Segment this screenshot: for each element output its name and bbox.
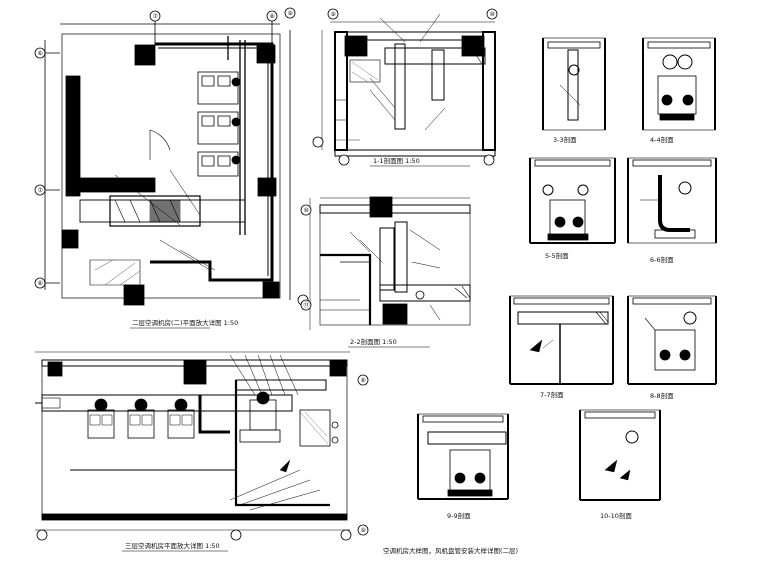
column <box>257 177 277 197</box>
outer-boundary <box>61 33 281 299</box>
detail-2 <box>642 37 716 131</box>
axis-bubbles-bottom-plan <box>36 374 369 541</box>
axis-bubbles-top-plan <box>34 7 309 306</box>
axis-bubble-label: ⑩ <box>490 11 495 18</box>
detail-3 <box>529 157 616 244</box>
caption-detail-2: 4-4剖面 <box>650 135 674 144</box>
column <box>256 44 276 64</box>
axis-bubble-label: ⑧ <box>361 377 366 384</box>
pump-icon <box>231 77 241 87</box>
axis-bubble-label: ⑨ <box>288 10 293 17</box>
valve-cluster <box>201 75 231 167</box>
caption-detail-1: 3-3剖面 <box>553 135 577 144</box>
axis-bubble-label: ⑥ <box>38 50 43 57</box>
detail-8 <box>579 409 661 501</box>
equipment-unit <box>197 151 239 177</box>
column <box>134 44 156 66</box>
structural-wall <box>79 177 156 193</box>
caption-bottom-plan: 三层空调机房平面放大详图 1:50 <box>125 541 220 550</box>
top-left-plan <box>35 20 291 306</box>
fan-coil-units <box>197 71 241 177</box>
hatch-lines <box>94 259 141 286</box>
axis-bubble-label: ⑨ <box>331 11 336 18</box>
pump-icon <box>231 155 241 165</box>
caption-detail-7: 9-9剖面 <box>447 511 471 520</box>
axis-bubble-label: ⑩ <box>304 207 309 214</box>
equipment-unit <box>197 71 239 105</box>
caption-detail-3: 5-5剖面 <box>545 251 569 260</box>
caption-detail-6: 8-8剖面 <box>650 391 674 400</box>
caption-section-b: 2-2剖面图 1:50 <box>350 337 397 346</box>
detail-1 <box>542 37 606 131</box>
axis-bubble-label: ⑪ <box>304 301 310 309</box>
column <box>262 281 280 299</box>
axis-bubble-label: ⑦ <box>153 13 159 20</box>
section-b <box>309 196 471 330</box>
caption-detail-5: 7-7剖面 <box>540 390 564 399</box>
room-wall <box>150 42 274 282</box>
axis-bubble-label: ⑧ <box>270 13 275 20</box>
duct-run <box>79 195 246 227</box>
hatched-zone <box>89 259 141 286</box>
column <box>61 229 79 249</box>
equipment-unit <box>197 111 239 145</box>
axis-bubbles-section-b <box>300 204 312 311</box>
axis-bubble-label: ⑦ <box>38 187 44 194</box>
axis-bubbles-section-a <box>312 8 498 166</box>
section-a <box>321 13 496 157</box>
detail-7 <box>417 413 509 500</box>
detail-4 <box>627 157 717 244</box>
bottom-left-plan <box>35 351 350 531</box>
axis-bubble-label: ⑨ <box>361 527 366 534</box>
structural-wall <box>65 75 81 197</box>
caption-section-a: 1-1剖面图 1:50 <box>373 156 420 165</box>
equipment-row <box>87 391 277 439</box>
detail-5 <box>509 295 614 385</box>
detail-6 <box>627 295 717 385</box>
column <box>123 284 145 306</box>
caption-detail-8: 10-10剖面 <box>600 511 632 520</box>
caption-detail-4: 6-6剖面 <box>650 255 674 264</box>
caption-top-plan: 二层空调机房(二)平面放大详图 1:50 <box>132 318 238 327</box>
axis-bubble-label: ⑧ <box>38 280 43 287</box>
leader-lines <box>114 169 216 271</box>
pump-icon <box>231 117 241 127</box>
sheet-title: 空调机房大样图，风机盘管安装大样详图(二层) <box>383 546 518 555</box>
